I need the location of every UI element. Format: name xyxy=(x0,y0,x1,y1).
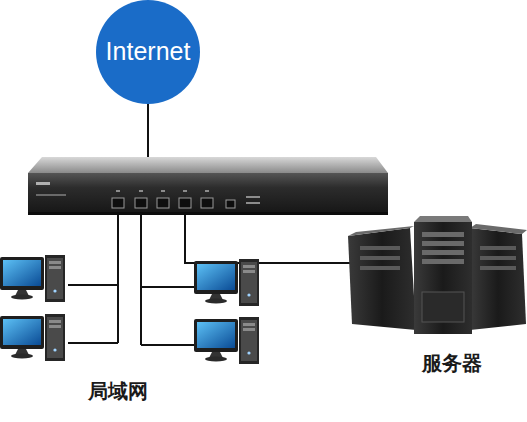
ethernet-ports xyxy=(112,198,235,208)
ethernet-port xyxy=(201,198,213,208)
lan-cable xyxy=(68,342,118,344)
server-tower xyxy=(348,228,416,330)
status-led xyxy=(246,202,260,204)
router-logo xyxy=(36,182,50,185)
server-bay xyxy=(360,246,400,250)
group-label: 局域网 xyxy=(58,378,178,405)
network-node: Internet xyxy=(96,0,200,104)
lan-cable xyxy=(141,286,196,288)
server-tower xyxy=(470,228,526,330)
console-port xyxy=(226,200,235,208)
port-led xyxy=(205,190,209,192)
computer xyxy=(0,314,65,361)
server-top xyxy=(414,216,472,222)
lan-cable xyxy=(141,344,196,346)
port-leds xyxy=(116,190,260,204)
port-led xyxy=(139,190,143,192)
uplink-cable xyxy=(147,104,149,158)
server-top xyxy=(348,226,414,236)
lan-computers xyxy=(0,255,259,364)
node-label: Internet xyxy=(106,38,191,66)
server-top xyxy=(470,224,527,234)
router-bottom-edge xyxy=(28,212,388,215)
server-bay xyxy=(480,246,516,250)
computer xyxy=(194,317,259,364)
router-top xyxy=(28,157,388,173)
ethernet-port xyxy=(135,198,147,208)
server-group xyxy=(348,216,527,334)
port-led xyxy=(183,190,187,192)
computer xyxy=(0,255,65,302)
server-cable xyxy=(185,208,352,263)
router xyxy=(28,157,388,215)
server-grille xyxy=(422,292,464,322)
router-model xyxy=(36,194,66,196)
port-led xyxy=(161,190,165,192)
server-bay xyxy=(422,250,464,255)
network-cables xyxy=(68,104,352,345)
server-bay xyxy=(480,256,516,260)
ethernet-port xyxy=(157,198,169,208)
internet-circle xyxy=(96,0,200,104)
ethernet-port xyxy=(112,198,124,208)
server-bay xyxy=(422,241,464,246)
status-led xyxy=(246,196,260,198)
lan-cable xyxy=(140,208,142,345)
server-bay xyxy=(422,259,464,264)
server-bay xyxy=(422,232,464,237)
group-label: 服务器 xyxy=(392,350,512,377)
ethernet-port xyxy=(179,198,191,208)
router-front xyxy=(28,173,388,215)
port-led xyxy=(116,190,120,192)
server-tower xyxy=(414,222,472,334)
lan-cable xyxy=(117,208,119,343)
server-bay xyxy=(360,266,400,270)
server-bay xyxy=(480,266,516,270)
lan-cable xyxy=(68,284,118,286)
computer xyxy=(194,259,259,306)
server-bay xyxy=(360,256,400,260)
